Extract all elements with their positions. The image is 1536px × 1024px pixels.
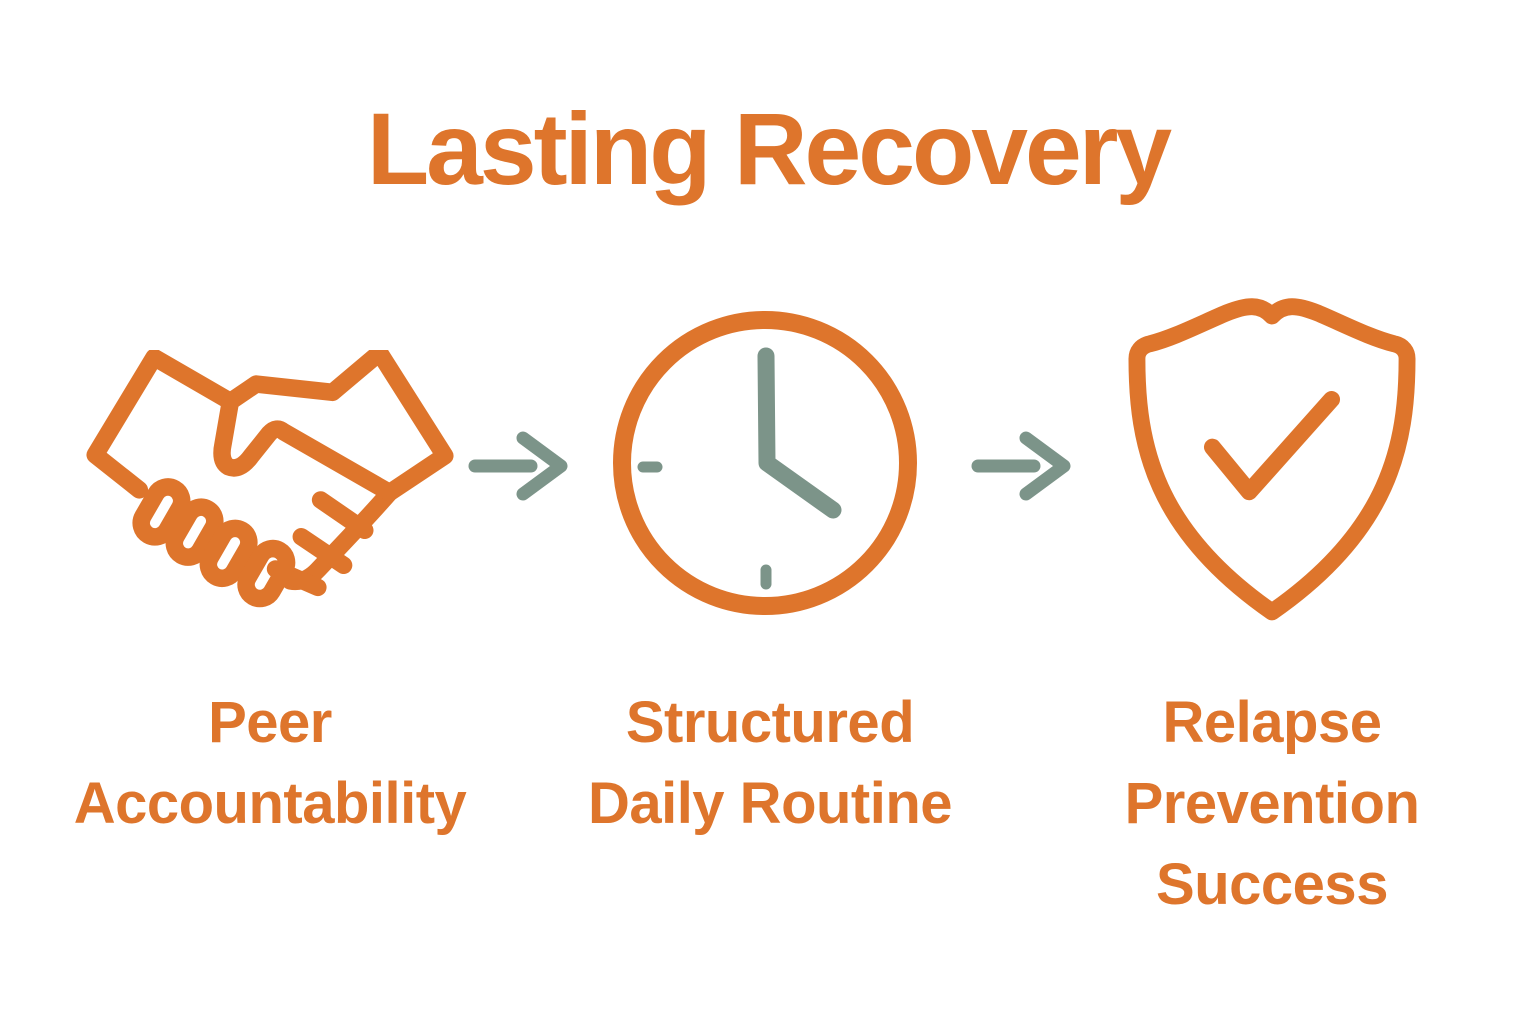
label-line: Peer (208, 690, 332, 755)
label-line: Accountability (73, 771, 467, 836)
step-label-peer-accountability: Peer Accountability (30, 682, 510, 844)
shield-check-icon (1128, 296, 1416, 624)
arrow-right-icon (968, 426, 1078, 506)
label-line: Daily Routine (587, 771, 953, 836)
label-line: Relapse (1162, 690, 1382, 755)
label-line: Prevention (1124, 771, 1420, 836)
step-label-relapse-prevention-success: Relapse Prevention Success (1032, 682, 1512, 925)
arrow-right-icon (465, 426, 575, 506)
step-label-structured-daily-routine: Structured Daily Routine (530, 682, 1010, 844)
label-line: Structured (625, 690, 915, 755)
label-line: Success (1156, 852, 1388, 917)
handshake-icon (86, 350, 454, 626)
clock-icon (610, 308, 920, 618)
page-title: Lasting Recovery (366, 92, 1172, 206)
